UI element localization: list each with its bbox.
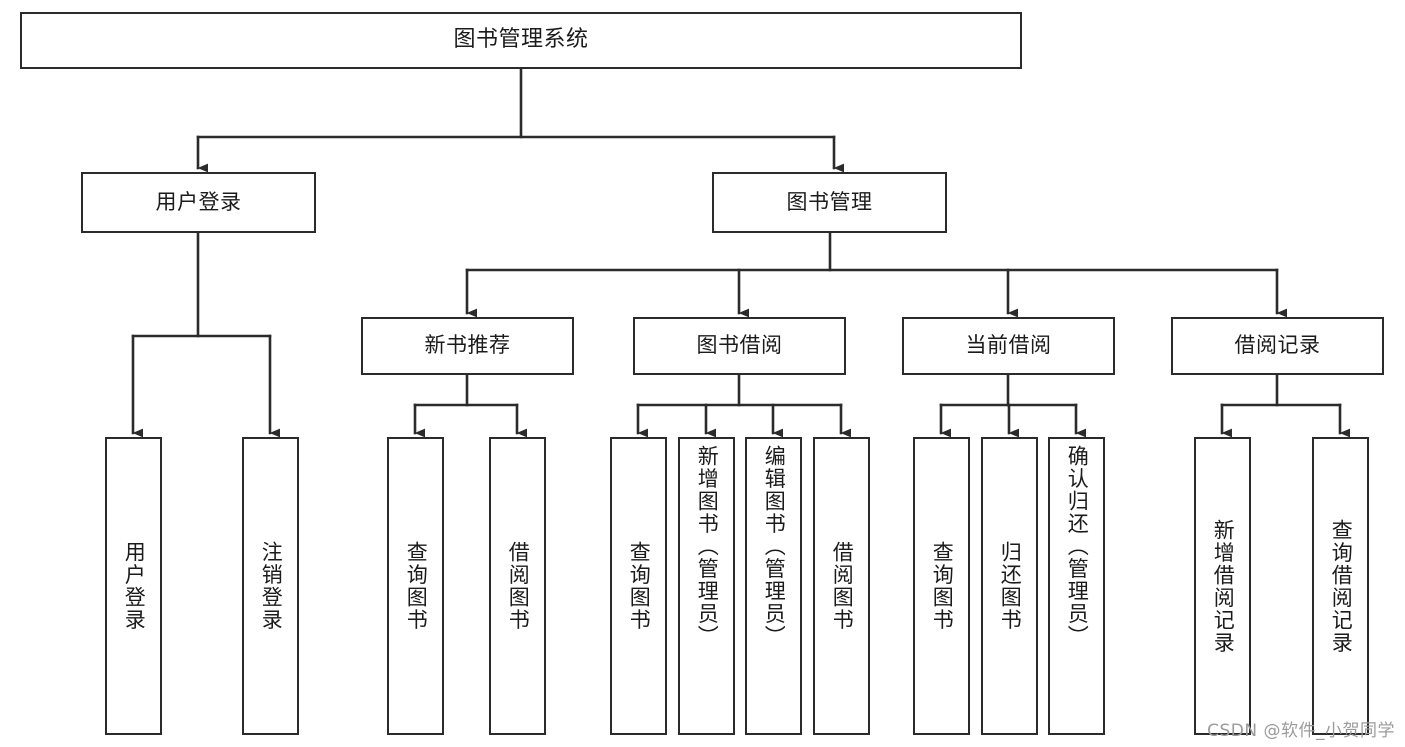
node-label: 编辑图书（管理员） [762, 445, 787, 648]
node-current-borrow[interactable]: 当前借阅 [902, 317, 1115, 375]
leaf-user-login-logout[interactable]: 注销登录 [242, 437, 299, 735]
node-label: 图书管理 [786, 189, 873, 214]
leaf-book-borrow-add-book-admin[interactable]: 新增图书（管理员） [678, 437, 735, 735]
leaf-current-borrow-query-books[interactable]: 查询图书 [913, 437, 970, 735]
node-label: 归还图书 [998, 541, 1023, 631]
node-label: 新增借阅记录 [1211, 518, 1236, 654]
node-label: 用户登录 [122, 541, 147, 631]
leaf-user-login-login[interactable]: 用户登录 [105, 437, 162, 735]
node-label: 当前借阅 [965, 333, 1052, 358]
node-new-book-recommend[interactable]: 新书推荐 [361, 317, 574, 375]
node-borrow-record[interactable]: 借阅记录 [1171, 317, 1384, 375]
leaf-book-borrow-query-books[interactable]: 查询图书 [610, 437, 667, 735]
node-root-book-management-system[interactable]: 图书管理系统 [20, 12, 1022, 69]
node-label: 借阅记录 [1234, 333, 1321, 358]
node-book-borrow[interactable]: 图书借阅 [633, 317, 846, 375]
node-label: 查询图书 [930, 541, 955, 631]
node-label: 借阅图书 [830, 541, 855, 631]
node-label: 新增图书（管理员） [695, 445, 720, 648]
csdn-watermark: CSDN @软件_小贺同学 [1207, 721, 1395, 741]
leaf-new-book-query-books[interactable]: 查询图书 [387, 437, 444, 735]
node-label: 注销登录 [259, 541, 284, 631]
node-label: 图书借阅 [696, 333, 783, 358]
node-label: 图书管理系统 [453, 27, 589, 53]
node-label: 查询图书 [627, 541, 652, 631]
leaf-book-borrow-edit-book-admin[interactable]: 编辑图书（管理员） [745, 437, 802, 735]
node-label: 确认归还（管理员） [1065, 445, 1090, 648]
leaf-new-book-borrow-books[interactable]: 借阅图书 [489, 437, 546, 735]
node-label: 新书推荐 [424, 333, 511, 358]
leaf-borrow-record-add-record[interactable]: 新增借阅记录 [1194, 437, 1251, 735]
leaf-book-borrow-borrow-books[interactable]: 借阅图书 [813, 437, 870, 735]
node-label: 用户登录 [155, 189, 242, 214]
node-label: 查询图书 [404, 541, 429, 631]
leaf-borrow-record-query-record[interactable]: 查询借阅记录 [1312, 437, 1369, 735]
leaf-current-borrow-confirm-return-admin[interactable]: 确认归还（管理员） [1048, 437, 1105, 735]
node-label: 借阅图书 [506, 541, 531, 631]
node-label: 查询借阅记录 [1329, 518, 1354, 654]
node-user-login[interactable]: 用户登录 [81, 172, 316, 233]
node-book-management[interactable]: 图书管理 [712, 172, 947, 233]
leaf-current-borrow-return-books[interactable]: 归还图书 [981, 437, 1038, 735]
